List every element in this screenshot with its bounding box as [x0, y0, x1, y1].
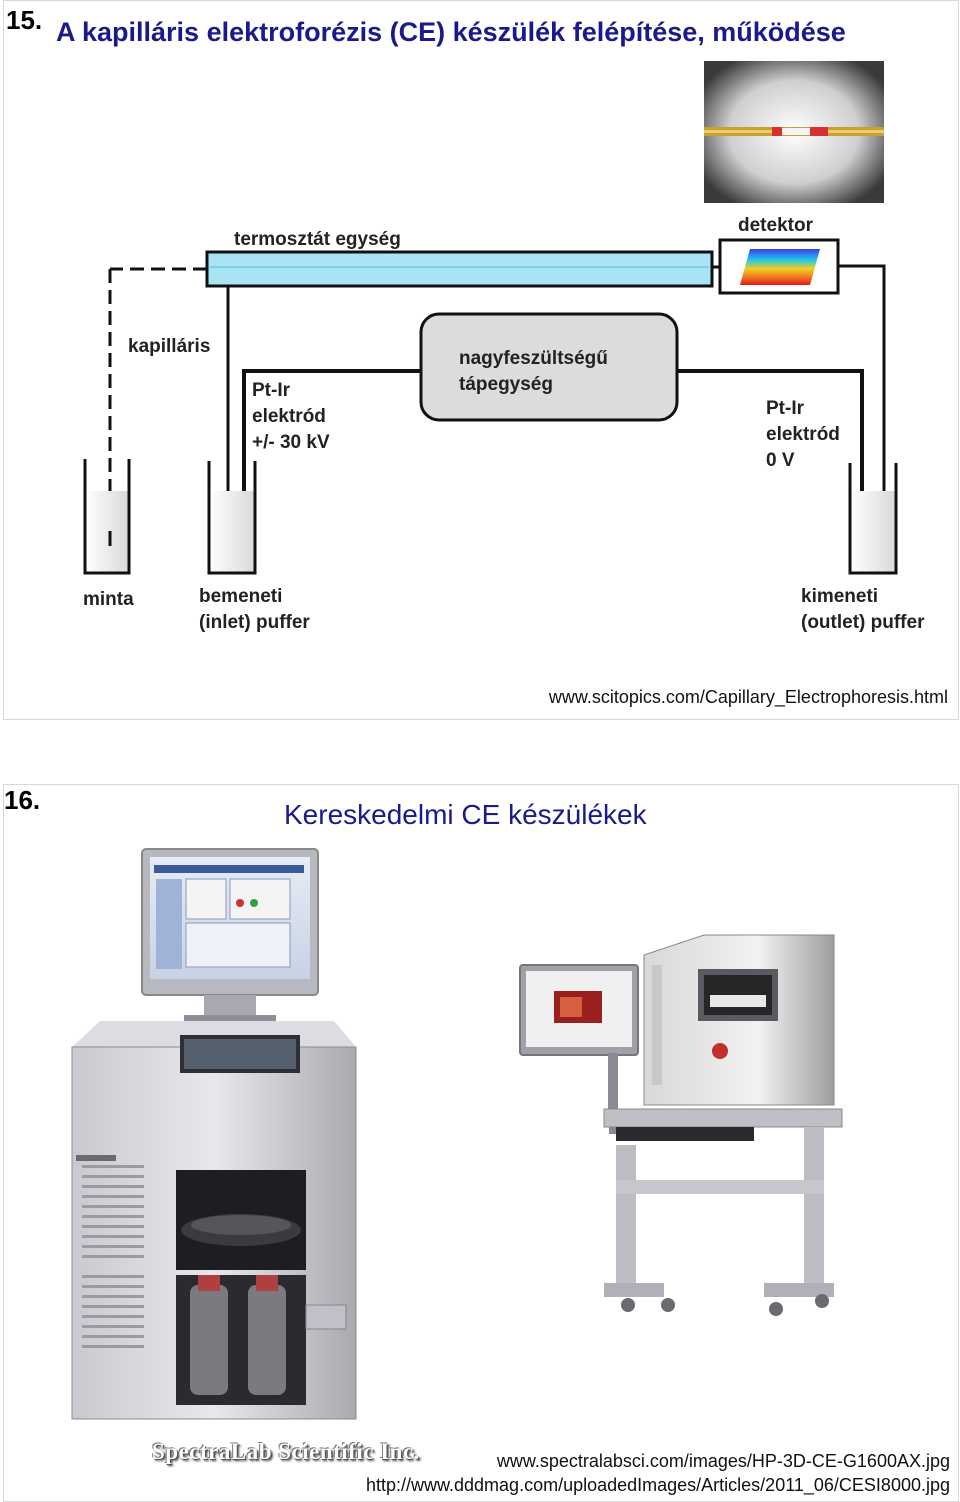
ce-diagram [83, 61, 898, 575]
label-capillary: kapilláris [128, 336, 211, 357]
instrument-photos [71, 848, 843, 1420]
capillary-outlet-line [838, 264, 886, 506]
slide-16: 16. Kereskedelmi CE készülékek [3, 784, 959, 1502]
beaker-sample [83, 459, 131, 575]
hv-power-supply [419, 312, 679, 422]
source-link-2[interactable]: http://www.dddmag.com/uploadedImages/Art… [365, 1475, 950, 1495]
electrode-right-wire [677, 369, 864, 541]
slide-title: A kapilláris elektroforézis (CE) készülé… [56, 17, 846, 47]
hp-ce-instrument [71, 848, 357, 1420]
label-thermostat: termosztát egység [234, 229, 401, 250]
slide-15: 15. A kapilláris elektroforézis (CE) kés… [3, 0, 959, 720]
slide-number: 16. [4, 785, 41, 815]
thermostat-unit [205, 250, 714, 288]
watermark-logo: SpectraLab Scientific Inc. [152, 1439, 420, 1464]
slide-number: 15. [6, 5, 43, 35]
source-link-1[interactable]: www.spectralabsci.com/images/HP-3D-CE-G1… [496, 1451, 950, 1471]
cesi-8000-instrument [519, 934, 843, 1316]
source-link[interactable]: www.scitopics.com/Capillary_Electrophore… [548, 687, 948, 707]
label-electrode-left: Pt-Ir elektród +/- 30 kV [252, 380, 330, 453]
spectrum-icon [740, 249, 820, 285]
label-inlet: bemeneti (inlet) puffer [199, 586, 310, 633]
slide-title: Kereskedelmi CE készülékek [284, 799, 647, 830]
label-hv-supply: nagyfeszültségű tápegység [459, 348, 608, 395]
electrode-left-wire [242, 369, 421, 541]
label-electrode-right: Pt-Ir elektród 0 V [766, 398, 840, 471]
label-sample: minta [83, 589, 134, 610]
capillary-photo [704, 61, 884, 203]
beaker-inlet [207, 461, 257, 575]
beaker-outlet [848, 463, 898, 575]
label-outlet: kimeneti (outlet) puffer [801, 586, 925, 633]
label-detector: detektor [738, 215, 813, 236]
